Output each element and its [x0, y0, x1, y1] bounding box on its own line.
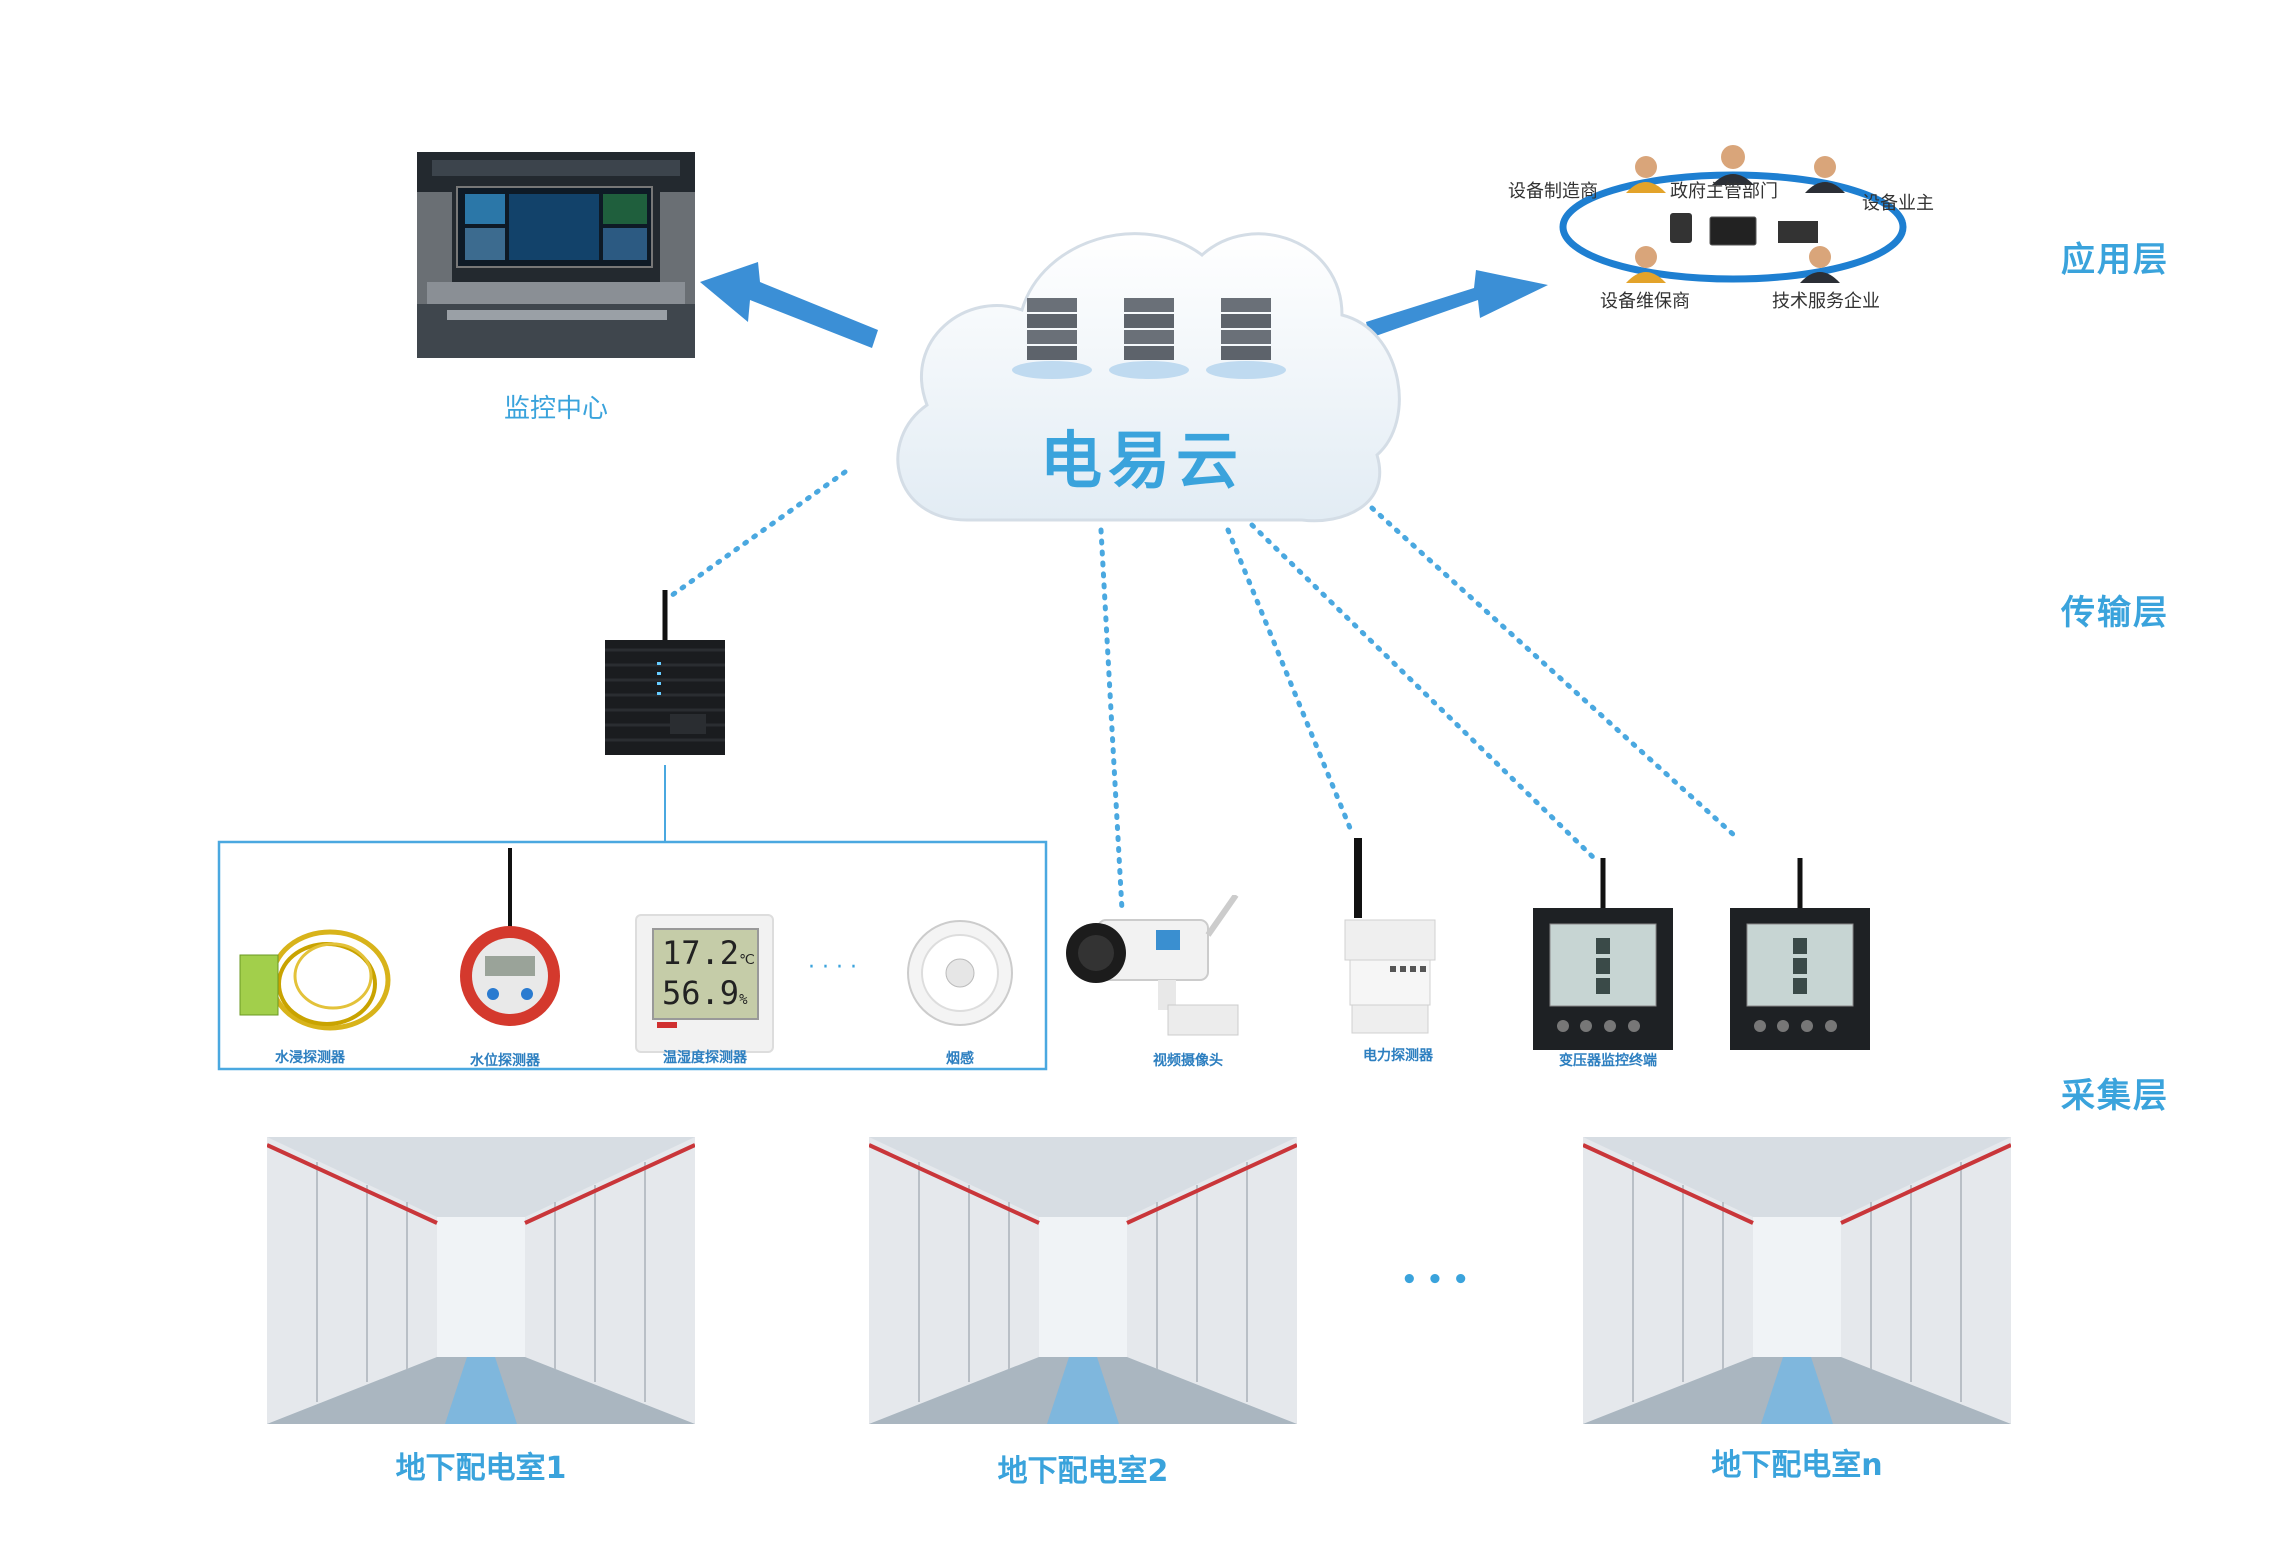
stakeholder-group: 设备制造商 政府主管部门 设备业主 设备维保商 技术服务企业: [1500, 135, 1960, 320]
temp-humidity-sensor-label: 温湿度探测器: [663, 1050, 747, 1066]
room-label-2: 地下配电室2: [997, 1454, 1169, 1489]
transformer-terminal-label: 变压器监控终端: [1559, 1053, 1657, 1069]
smoke-sensor-image: [905, 918, 1015, 1028]
water-leak-sensor-image: [235, 910, 395, 1050]
person-icon-maint: [1626, 246, 1666, 283]
power-detector-label: 电力探测器: [1363, 1048, 1433, 1064]
th-humidity-unit: %: [739, 992, 748, 1008]
arrow-to-apps: [1366, 270, 1548, 338]
monitor-center-photo: [417, 152, 695, 358]
link-camera: [1098, 527, 1125, 913]
monitor-icon: [1709, 216, 1757, 246]
transformer-terminal-1-image: [1528, 858, 1678, 1050]
th-humidity-value: 56.9: [662, 974, 740, 1012]
cloud-label: 电易云: [1039, 424, 1244, 497]
transformer-terminal-2-image: [1725, 858, 1875, 1050]
stakeholder-tech: 技术服务企业: [1772, 291, 1880, 312]
power-detector-image: [1340, 838, 1440, 1043]
sensor-ellipsis: · · · ·: [808, 955, 857, 980]
arrow-to-monitor: [700, 262, 878, 348]
water-level-sensor-image: [455, 848, 565, 1048]
room-ellipsis: • • •: [1401, 1265, 1469, 1295]
person-icon-gov: [1712, 145, 1754, 185]
water-level-sensor-label: 水位探测器: [470, 1053, 540, 1069]
smoke-sensor-label: 烟感: [946, 1051, 974, 1067]
stakeholder-owner: 设备业主: [1862, 193, 1934, 214]
gateway-device: [595, 590, 735, 765]
link-transformer-1: [1249, 522, 1601, 865]
person-icon-owner: [1805, 156, 1845, 193]
transmission-layer-label: 传输层: [2061, 593, 2169, 633]
stakeholder-maker: 设备制造商: [1508, 181, 1598, 202]
stakeholder-gov: 政府主管部门: [1670, 181, 1778, 202]
sensor-group-box: [217, 840, 1048, 1071]
th-temp-unit: ℃: [739, 952, 755, 968]
cloud: 电易云: [872, 200, 1412, 530]
tablet-icon: [1670, 213, 1692, 243]
person-icon-tech: [1800, 246, 1840, 283]
server-icons: [1012, 298, 1286, 379]
link-power: [1225, 527, 1353, 831]
camera-label: 视频摄像头: [1153, 1053, 1223, 1069]
th-temp-value: 17.2: [662, 934, 740, 972]
stakeholder-maint: 设备维保商: [1600, 291, 1690, 312]
person-icon-maker: [1626, 156, 1666, 193]
monitor-center-label: 监控中心: [503, 394, 608, 424]
room-label-1: 地下配电室1: [395, 1451, 567, 1486]
link-gateway: [665, 469, 848, 601]
room-photo-1: [267, 1137, 695, 1424]
laptop-icon: [1778, 221, 1818, 243]
water-leak-sensor-label: 水浸探测器: [275, 1050, 345, 1066]
stakeholder-ring: [1559, 145, 1907, 283]
room-photo-2: [869, 1137, 1297, 1424]
room-label-n: 地下配电室n: [1711, 1448, 1883, 1483]
collection-layer-label: 采集层: [2061, 1076, 2169, 1116]
application-layer-label: 应用层: [2061, 240, 2169, 280]
temp-humidity-sensor-image: 17.2℃ 56.9%: [635, 914, 774, 1053]
camera-image: [1058, 895, 1268, 1055]
link-transformer-2: [1369, 505, 1738, 839]
room-photo-n: [1583, 1137, 2011, 1424]
